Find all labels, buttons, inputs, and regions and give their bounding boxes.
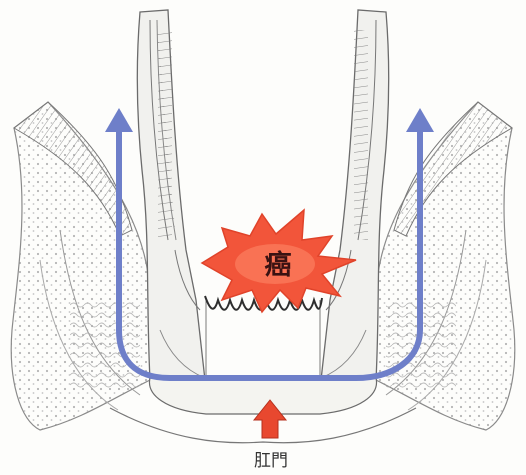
anus-label: 肛門 xyxy=(254,451,288,471)
lumen-arrowhead-right xyxy=(406,108,434,132)
cancer-label: 癌 xyxy=(265,249,292,281)
left-perirectal-tissue xyxy=(11,102,150,430)
lumen-arrowhead-left xyxy=(105,108,133,132)
right-perirectal-tissue xyxy=(376,102,515,430)
